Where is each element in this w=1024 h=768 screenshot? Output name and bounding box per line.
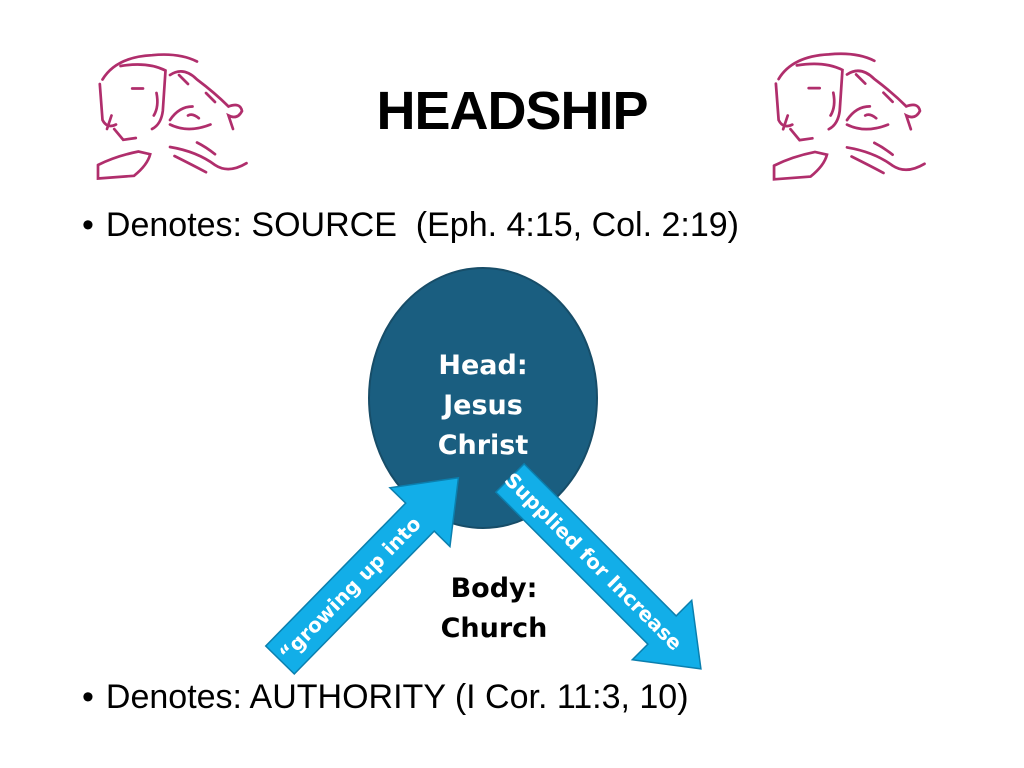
bullet-authority: • Denotes: AUTHORITY (I Cor. 11:3, 10) <box>82 678 689 717</box>
bullet-source: • Denotes: SOURCE (Eph. 4:15, Col. 2:19) <box>82 206 739 245</box>
head-label-line3: Christ <box>438 430 529 461</box>
body-label-line2: Church <box>441 613 548 644</box>
couple-clipart-right <box>752 38 942 198</box>
bullet-text: Denotes: AUTHORITY (I Cor. 11:3, 10) <box>105 678 689 716</box>
couple-clipart-left <box>80 38 260 198</box>
bullet-dot: • <box>82 206 94 244</box>
bullet-text: Denotes: SOURCE (Eph. 4:15, Col. 2:19) <box>105 206 739 244</box>
body-label-line1: Body: <box>451 573 538 604</box>
slide-title: HEADSHIP <box>376 81 648 141</box>
arrow-growing-up: “growing up into <box>264 476 460 676</box>
head-circle <box>368 267 598 529</box>
head-label-line2: Jesus <box>441 390 523 421</box>
arrow-up-label: “growing up into <box>274 512 425 666</box>
head-label-line1: Head: <box>438 350 527 381</box>
bullet-dot: • <box>82 678 94 716</box>
